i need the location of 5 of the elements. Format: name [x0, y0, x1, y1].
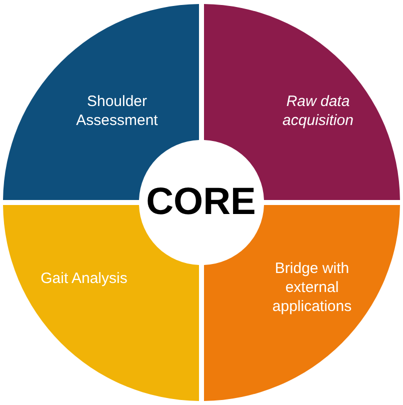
segment-label: Shoulder Assessment	[75, 92, 159, 130]
segment-label: Bridge with external applications	[271, 259, 353, 316]
center-label: CORE	[146, 180, 256, 224]
segment-label: Gait Analysis	[40, 269, 128, 288]
segment-label: Raw data acquisition	[282, 92, 354, 130]
